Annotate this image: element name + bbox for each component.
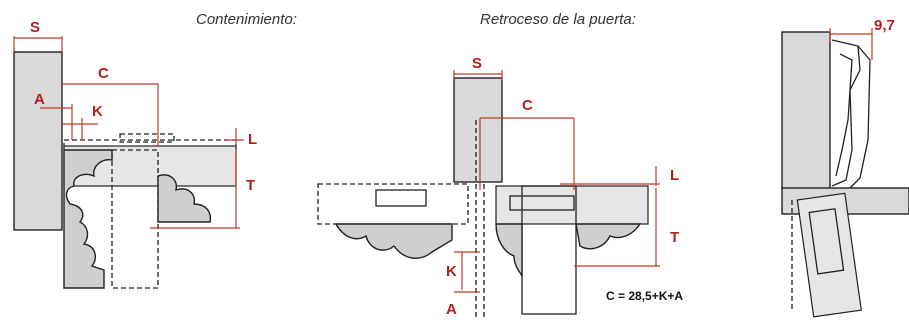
left-label-a: A xyxy=(34,91,45,108)
title-retroceso: Retroceso de la puerta: xyxy=(480,11,636,28)
mid-label-t: T xyxy=(670,229,679,246)
left-hinge-cup xyxy=(119,133,175,143)
mid-label-a: A xyxy=(446,301,457,318)
mid-right-cup xyxy=(509,195,575,211)
right-hinge-link xyxy=(835,53,853,177)
left-side-panel xyxy=(13,51,63,231)
mid-right-ornament xyxy=(495,223,523,277)
right-diagram: 9,7 xyxy=(781,17,909,318)
right-hinge-arm xyxy=(831,39,861,187)
mid-top-panel xyxy=(453,77,503,183)
mid-left-cup xyxy=(375,189,427,207)
right-label-dimension: 9,7 xyxy=(874,17,895,34)
mid-right-door xyxy=(495,185,649,225)
mid-label-c: C xyxy=(522,97,533,114)
mid-right-ornament-2 xyxy=(575,223,642,250)
left-ornament-right xyxy=(157,174,212,223)
title-contenimiento: Contenimiento: xyxy=(196,11,297,28)
left-label-l: L xyxy=(248,131,257,148)
left-ornament xyxy=(63,149,113,289)
right-door-cup xyxy=(808,208,845,275)
left-label-t: T xyxy=(246,177,255,194)
mid-label-l: L xyxy=(670,167,679,184)
right-door xyxy=(796,192,862,318)
right-hinge-cup xyxy=(847,45,871,191)
left-label-k: K xyxy=(92,103,103,120)
mid-label-k: K xyxy=(446,263,457,280)
left-label-c: C xyxy=(98,65,109,82)
mid-label-s: S xyxy=(472,55,482,72)
right-door-group xyxy=(796,192,862,318)
formula-text: C = 28,5+K+A xyxy=(606,289,683,303)
mid-left-ornament xyxy=(334,223,453,259)
left-diagram: S C A K L T xyxy=(13,19,257,289)
right-side-panel xyxy=(781,31,831,191)
middle-diagram: S C L T K A C = 28,5+K+A xyxy=(317,55,683,320)
left-label-s: S xyxy=(30,19,40,36)
